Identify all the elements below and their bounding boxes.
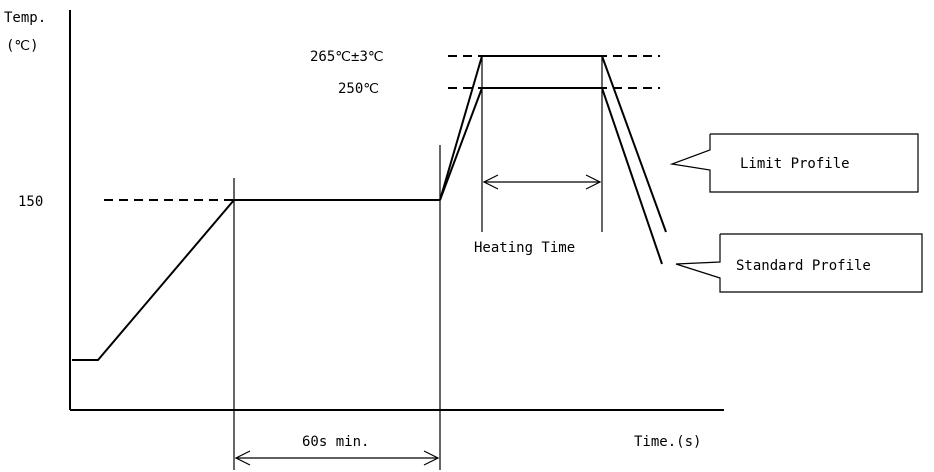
y-axis-label-unit: (℃): [6, 38, 39, 54]
limit-profile-label: Limit Profile: [740, 156, 850, 172]
preheat-arrowhead-left: [234, 450, 251, 466]
limit-profile-callout: [669, 133, 919, 193]
standard-profile-callout: [675, 233, 923, 293]
heating-arrowhead-left: [482, 174, 499, 190]
preheat-arrowhead-right: [423, 450, 440, 466]
limit-temp-label: 265℃±3℃: [310, 49, 384, 65]
profile-curve-common: [72, 199, 440, 361]
y-axis-label-temp: Temp.: [4, 10, 46, 26]
x-axis-label: Time.(s): [634, 434, 701, 450]
heating-arrowhead-right: [585, 174, 602, 190]
y-tick-150: 150: [18, 194, 43, 210]
standard-profile-label: Standard Profile: [736, 258, 871, 274]
heating-time-label: Heating Time: [474, 240, 575, 256]
limit-profile-curve: [439, 55, 667, 233]
preheat-duration-label: 60s min.: [302, 434, 369, 450]
standard-profile-curve: [439, 87, 663, 265]
standard-temp-label: 250℃: [338, 81, 379, 97]
